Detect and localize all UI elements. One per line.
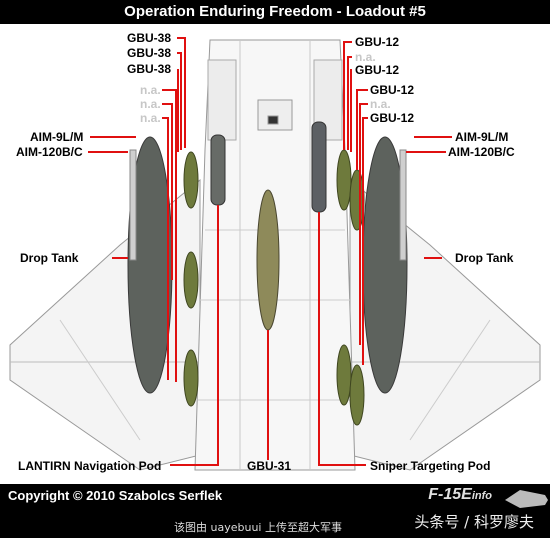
label-lantirn-pod: LANTIRN Navigation Pod	[18, 459, 162, 473]
caption-upload-text: 该图由 uayebuui 上传至超大军事	[174, 521, 342, 534]
brand-logo: F-15Einfo	[428, 486, 492, 504]
left-aim-missile	[129, 149, 137, 261]
label-na-left-3: n.a.	[140, 111, 161, 125]
label-gbu12-1: GBU-12	[355, 35, 400, 49]
label-gbu12-2: GBU-12	[355, 63, 400, 77]
label-gbu38-1: GBU-38	[127, 31, 172, 45]
left-intake	[207, 59, 237, 141]
label-gbu38-2: GBU-38	[127, 46, 172, 60]
right-leader-lines	[318, 41, 452, 466]
label-na-right-1: n.a.	[355, 50, 376, 64]
left-gbu38-stack	[183, 151, 199, 407]
copyright-text: Copyright © 2010 Szabolcs Serflek	[8, 488, 223, 503]
label-gbu12-3: GBU-12	[370, 83, 415, 97]
label-gbu31: GBU-31	[247, 459, 292, 473]
brand-suffix: info	[471, 490, 492, 502]
label-drop-tank-right: Drop Tank	[455, 251, 514, 265]
right-aim-missile	[399, 149, 407, 261]
right-gbu12-stack	[336, 149, 365, 426]
label-sniper-pod: Sniper Targeting Pod	[370, 459, 491, 473]
label-aim9-left: AIM-9L/M	[30, 130, 84, 144]
label-aim120-right: AIM-120B/C	[448, 145, 515, 159]
label-drop-tank-left: Drop Tank	[20, 251, 79, 265]
label-aim120-left: AIM-120B/C	[16, 145, 83, 159]
caption-source: 头条号 / 科罗廖夫	[414, 513, 534, 531]
caption-bar	[0, 510, 550, 538]
label-gbu12-4: GBU-12	[370, 111, 415, 125]
footer-bar	[0, 484, 550, 510]
label-na-left-2: n.a.	[140, 97, 161, 111]
label-gbu38-3: GBU-38	[127, 62, 172, 76]
label-na-left-1: n.a.	[140, 83, 161, 97]
label-aim9-right: AIM-9L/M	[455, 130, 509, 144]
brand-name: F-15E	[428, 486, 472, 503]
diagram-title: Operation Enduring Freedom - Loadout #5	[0, 0, 550, 24]
label-na-right-2: n.a.	[370, 97, 391, 111]
left-leader-lines	[88, 37, 269, 466]
